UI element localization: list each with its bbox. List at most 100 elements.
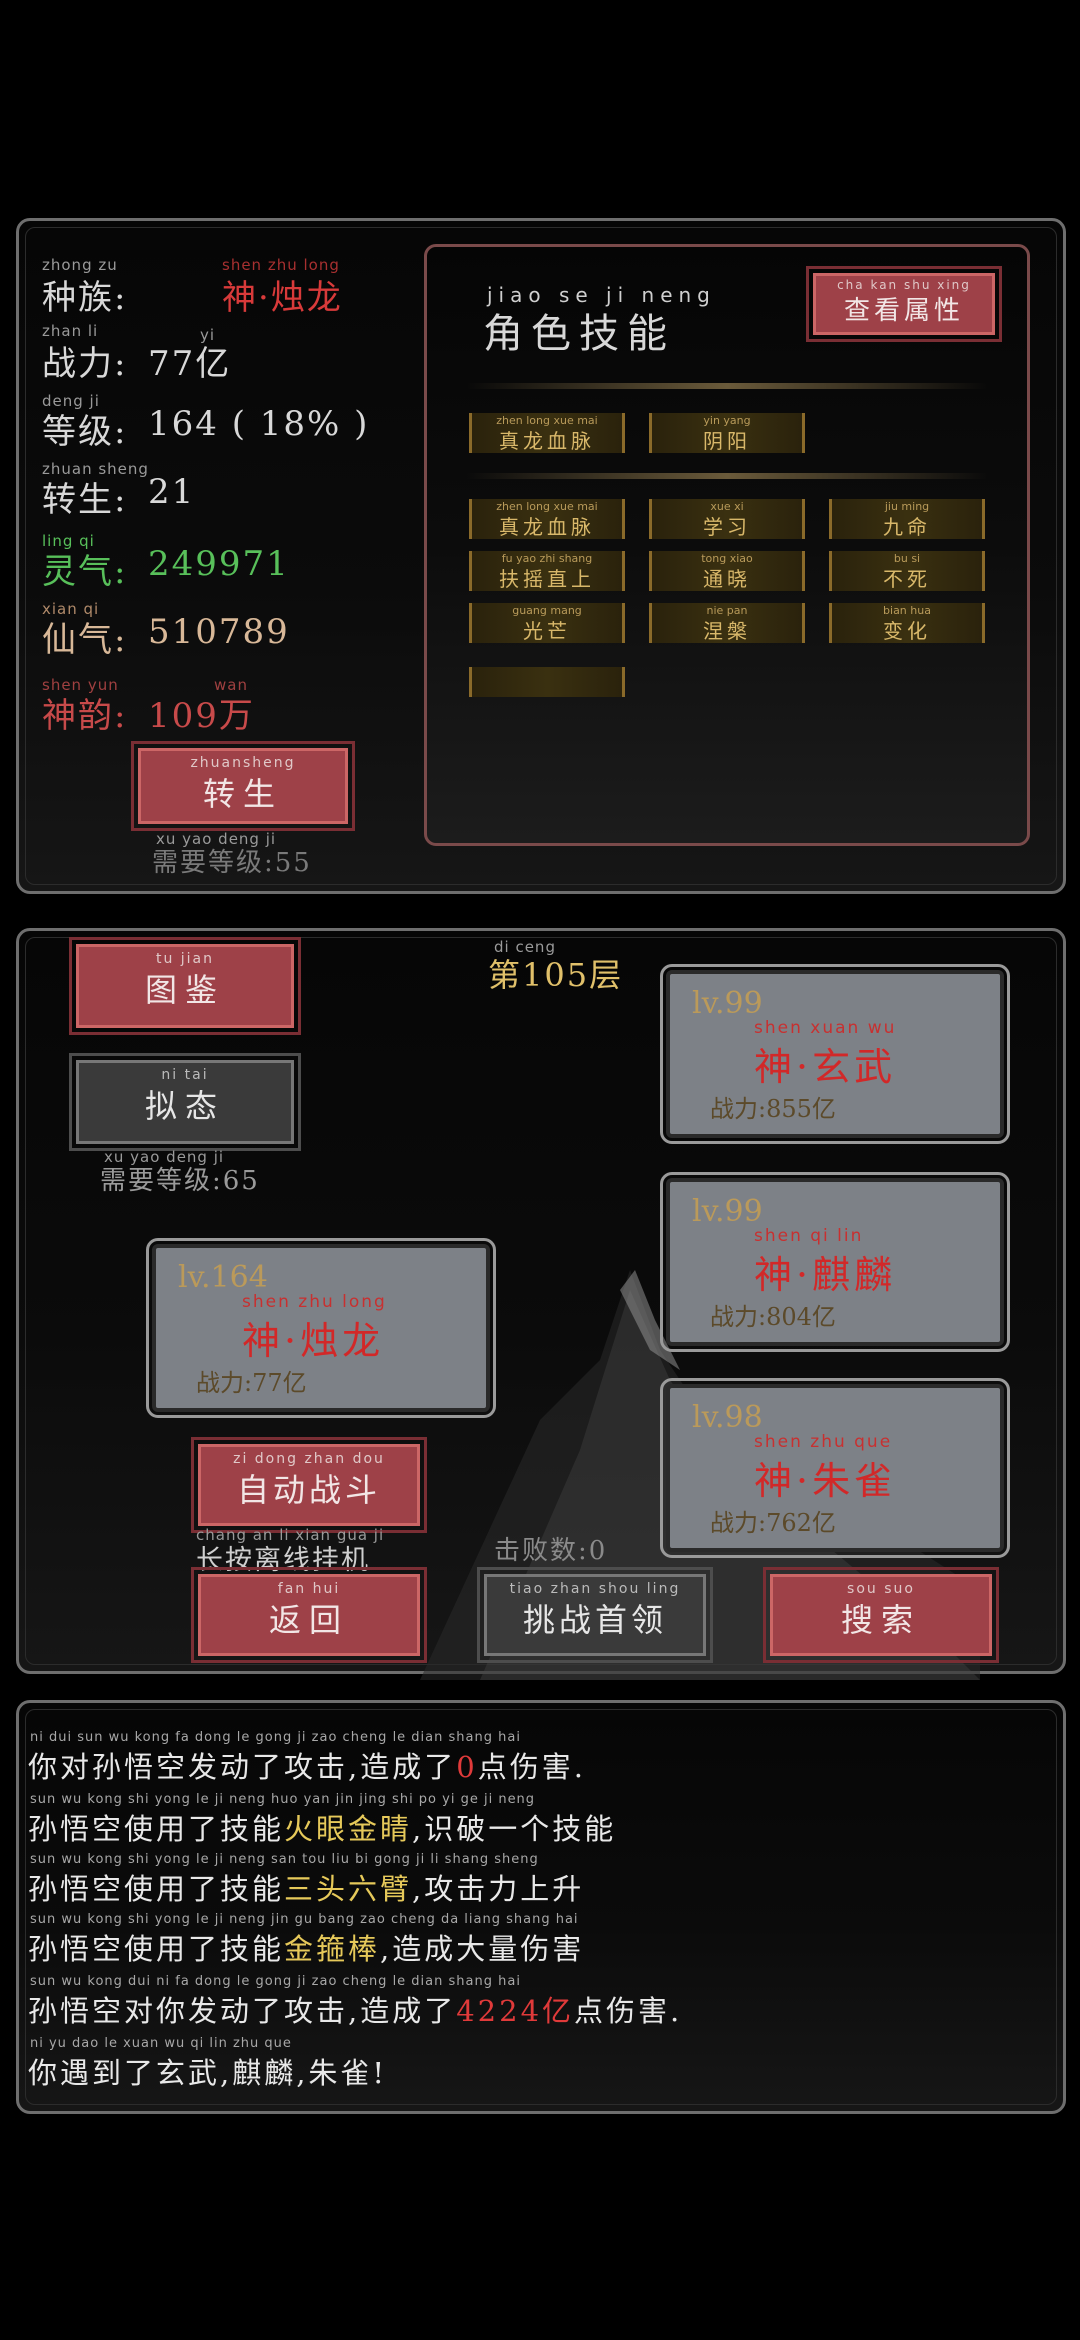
charm-label: 神韵:	[42, 696, 128, 736]
back-button[interactable]: fan hui 返回	[191, 1567, 427, 1663]
skill-label: 扶摇直上	[499, 567, 595, 591]
log-text: 你对孙悟空发动了攻击,造成了	[28, 1750, 457, 1784]
enemy-level: lv.99	[692, 986, 763, 1021]
back-button-pinyin: fan hui	[277, 1581, 341, 1597]
mimic-button[interactable]: ni tai 拟态	[69, 1053, 301, 1151]
mimic-req-pinyin: xu yao deng ji	[104, 1148, 225, 1166]
search-button-pinyin: sou suo	[847, 1581, 915, 1597]
log-line: 孙悟空使用了技能火眼金睛,识破一个技能	[28, 1806, 616, 1848]
enemy-card[interactable]: lv.98 shen zhu que 神·朱雀 战力:762亿	[660, 1378, 1010, 1558]
rebirth-button[interactable]: zhuansheng 转生	[131, 741, 355, 831]
race-pinyin: zhong zu	[42, 256, 118, 274]
auto-battle-button[interactable]: zi dong zhan dou 自动战斗	[191, 1437, 427, 1533]
skill-slot[interactable]: bu si 不死	[829, 551, 985, 591]
charm-value: 109万	[148, 696, 255, 736]
skill-label: 学习	[703, 515, 751, 539]
power-pinyin: zhan li	[42, 322, 99, 340]
enemy-name-pinyin: shen zhu que	[754, 1432, 893, 1452]
skills-title: 角色技能	[483, 311, 675, 357]
atlas-button[interactable]: tu jian 图鉴	[69, 937, 301, 1035]
enemy-name-pinyin: shen qi lin	[754, 1226, 864, 1246]
power-unit-pinyin: yi	[200, 326, 216, 344]
skill-pinyin: guang mang	[512, 604, 582, 617]
skill-slot[interactable]: tong xiao 通晓	[649, 551, 805, 591]
rebirth-value: 21	[148, 472, 196, 512]
log-text: 你遇到了玄武,麒麟,朱雀!	[28, 2056, 388, 2090]
log-line: 你对孙悟空发动了攻击,造成了0点伤害.	[28, 1744, 586, 1786]
spirit-label: 灵气:	[42, 552, 128, 592]
skill-slot[interactable]: bian hua 变化	[829, 603, 985, 643]
challenge-boss-pinyin: tiao zhan shou ling	[509, 1581, 681, 1597]
rebirth-label: 转生:	[42, 480, 128, 520]
skill-pinyin: bu si	[893, 552, 921, 565]
skills-title-pinyin: jiao se ji neng	[487, 283, 716, 307]
skill-slot[interactable]: fu yao zhi shang 扶摇直上	[469, 551, 625, 591]
mimic-button-pinyin: ni tai	[161, 1067, 209, 1083]
log-pinyin: sun wu kong dui ni fa dong le gong ji za…	[30, 1974, 521, 1989]
player-power: 战力:77亿	[196, 1369, 307, 1397]
rebirth-req-pinyin: xu yao deng ji	[156, 830, 277, 848]
immortal-pinyin: xian qi	[42, 600, 100, 618]
skill-label: 真龙血脉	[499, 515, 595, 539]
log-highlight: 0	[456, 1750, 478, 1784]
skill-pinyin: tong xiao	[701, 552, 753, 565]
log-line: 你遇到了玄武,麒麟,朱雀!	[28, 2050, 387, 2092]
search-button-label: 搜索	[840, 1601, 921, 1639]
view-attributes-pinyin: cha kan shu xing	[837, 278, 971, 292]
player-name: 神·烛龙	[242, 1319, 385, 1363]
log-text: 点伤害.	[574, 1994, 683, 2028]
search-button[interactable]: sou suo 搜索	[763, 1567, 999, 1663]
level-value: 164 ( 18% )	[148, 404, 370, 444]
skill-slot[interactable]: nie pan 涅槃	[649, 603, 805, 643]
skills-divider-top	[467, 383, 987, 389]
skill-label: 不死	[883, 567, 931, 591]
skill-pinyin: nie pan	[706, 604, 748, 617]
log-highlight: 金箍棒	[284, 1932, 381, 1966]
view-attributes-button[interactable]: cha kan shu xing 查看属性	[806, 266, 1002, 342]
rebirth-requirement: 需要等级:55	[152, 848, 312, 878]
skill-slot[interactable]: guang mang 光芒	[469, 603, 625, 643]
log-highlight: 三头六臂	[284, 1872, 413, 1906]
offline-pinyin: chang an li xian gua ji	[196, 1526, 385, 1544]
player-card[interactable]: lv.164 shen zhu long 神·烛龙 战力:77亿	[146, 1238, 496, 1418]
auto-battle-pinyin: zi dong zhan dou	[233, 1451, 385, 1467]
enemy-name: 神·朱雀	[754, 1459, 897, 1503]
enemy-level: lv.98	[692, 1400, 763, 1435]
skill-pinyin: zhen long xue mai	[496, 500, 598, 513]
skill-slot[interactable]: jiu ming 九命	[829, 499, 985, 539]
skill-label: 阴阳	[703, 429, 751, 453]
enemy-card[interactable]: lv.99 shen xuan wu 神·玄武 战力:855亿	[660, 964, 1010, 1144]
skills-panel: jiao se ji neng 角色技能 cha kan shu xing 查看…	[424, 244, 1030, 846]
immortal-value: 510789	[148, 612, 290, 652]
enemy-card[interactable]: lv.99 shen qi lin 神·麒麟 战力:804亿	[660, 1172, 1010, 1352]
challenge-boss-button[interactable]: tiao zhan shou ling 挑战首领	[477, 1567, 713, 1663]
skill-slot[interactable]: xue xi 学习	[649, 499, 805, 539]
skill-label: 通晓	[703, 567, 751, 591]
atlas-button-label: 图鉴	[144, 971, 225, 1009]
log-line: 孙悟空对你发动了攻击,造成了4224亿点伤害.	[28, 1988, 682, 2030]
charm-pinyin: shen yun	[42, 676, 119, 694]
combat-log-panel	[16, 1700, 1066, 2114]
enemy-power: 战力:804亿	[710, 1303, 836, 1331]
skill-label: 变化	[883, 619, 931, 643]
atlas-button-pinyin: tu jian	[155, 951, 215, 967]
log-pinyin: ni yu dao le xuan wu qi lin zhu que	[30, 2036, 292, 2051]
race-value-pinyin: shen zhu long	[222, 256, 340, 274]
skill-label: 九命	[883, 515, 931, 539]
skill-slot[interactable]: zhen long xue mai 真龙血脉	[469, 499, 625, 539]
log-pinyin: sun wu kong shi yong le ji neng huo yan …	[30, 1792, 536, 1807]
mimic-button-label: 拟态	[144, 1087, 225, 1125]
log-pinyin: sun wu kong shi yong le ji neng san tou …	[30, 1852, 539, 1867]
skill-slot-empty[interactable]	[469, 667, 625, 697]
auto-battle-label: 自动战斗	[236, 1471, 381, 1509]
skill-label: 真龙血脉	[499, 429, 595, 453]
skill-pinyin: xue xi	[710, 500, 744, 513]
skill-pinyin: bian hua	[883, 604, 931, 617]
level-label: 等级:	[42, 412, 128, 452]
immortal-label: 仙气:	[42, 620, 128, 660]
back-button-label: 返回	[268, 1601, 349, 1639]
skill-slot[interactable]: yin yang 阴阳	[649, 413, 805, 453]
skill-pinyin: yin yang	[703, 414, 751, 427]
skill-slot[interactable]: zhen long xue mai 真龙血脉	[469, 413, 625, 453]
power-label: 战力:	[42, 344, 128, 384]
